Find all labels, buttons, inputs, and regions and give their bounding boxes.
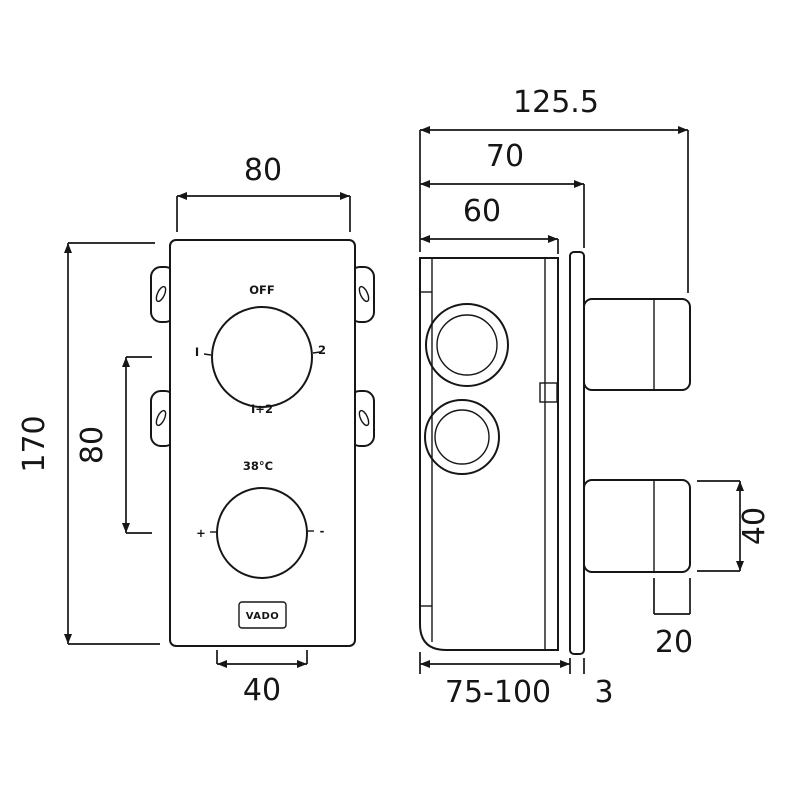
tab-slot (358, 409, 370, 427)
diverter-label-outlet2: 2 (318, 343, 326, 357)
dim-front-width: 80 (176, 153, 351, 232)
dim-front-height-value: 170 (17, 415, 52, 472)
temperature-knob: 38°C + - (196, 459, 325, 579)
dim-total-depth-value: 125.5 (513, 85, 599, 120)
dim-wall-range: 75-100 (419, 652, 571, 710)
diverter-knob-circle (211, 306, 313, 408)
dim-grip-length-value: 20 (655, 625, 693, 660)
diverter-knob: OFF I 2 I+2 (195, 283, 326, 416)
dim-handle-height: 40 (697, 480, 772, 572)
dim-total-depth: 125.5 (419, 85, 689, 293)
dim-body-depth: 60 (420, 194, 559, 254)
inlet-port-outer (425, 303, 509, 387)
tab-slot (155, 285, 167, 303)
handles (583, 298, 691, 573)
inlet-port-inner (436, 314, 498, 376)
dim-front-width-value: 80 (244, 153, 282, 188)
logo-text: VADO (246, 611, 280, 622)
wall-plate-side (569, 251, 585, 655)
side-view: 125.5 70 60 40 20 (419, 85, 772, 710)
valve-body-outline (419, 257, 559, 651)
brand-logo: VADO (238, 601, 287, 629)
dim-front-bottom-value: 40 (243, 673, 281, 708)
front-view: OFF I 2 I+2 38°C + - VADO 80 (17, 153, 375, 708)
dim-front-bottom: 40 (216, 650, 308, 708)
tab-screw-slots (155, 285, 370, 427)
dim-depth-to-plate: 70 (420, 139, 585, 248)
logo-box (238, 601, 287, 629)
dim-front-height: 170 (17, 242, 160, 645)
diverter-label-outlet1: I (195, 345, 199, 359)
tick-mark (203, 353, 212, 356)
temp-knob-circle (216, 487, 308, 579)
diverter-handle-side (583, 298, 691, 391)
tab-slot (155, 409, 167, 427)
outlet-port-outer (424, 399, 500, 475)
tab-slot (358, 285, 370, 303)
dim-handle-height-value: 40 (737, 507, 772, 545)
valve-body (419, 257, 559, 651)
temp-label-plus: + (196, 526, 206, 540)
temp-handle-side (583, 479, 691, 573)
dim-body-depth-value: 60 (463, 194, 501, 229)
outlet-port-inner (434, 409, 490, 465)
dim-plate-thickness-value: 3 (594, 675, 613, 710)
tick-mark (312, 351, 321, 354)
dim-knob-spacing-value: 80 (75, 426, 110, 464)
temp-label-minus: - (320, 524, 325, 538)
diverter-label-both: I+2 (251, 402, 273, 416)
temp-label-38c: 38°C (243, 459, 273, 473)
dim-depth-to-plate-value: 70 (486, 139, 524, 174)
face-plate (169, 239, 356, 647)
dim-knob-spacing: 80 (75, 356, 152, 534)
body-clip-detail (539, 382, 558, 403)
diverter-label-off: OFF (249, 283, 275, 297)
dim-wall-range-value: 75-100 (445, 675, 551, 710)
dim-grip-length: 20 (653, 578, 693, 660)
dim-plate-thickness: 3 (583, 658, 614, 710)
